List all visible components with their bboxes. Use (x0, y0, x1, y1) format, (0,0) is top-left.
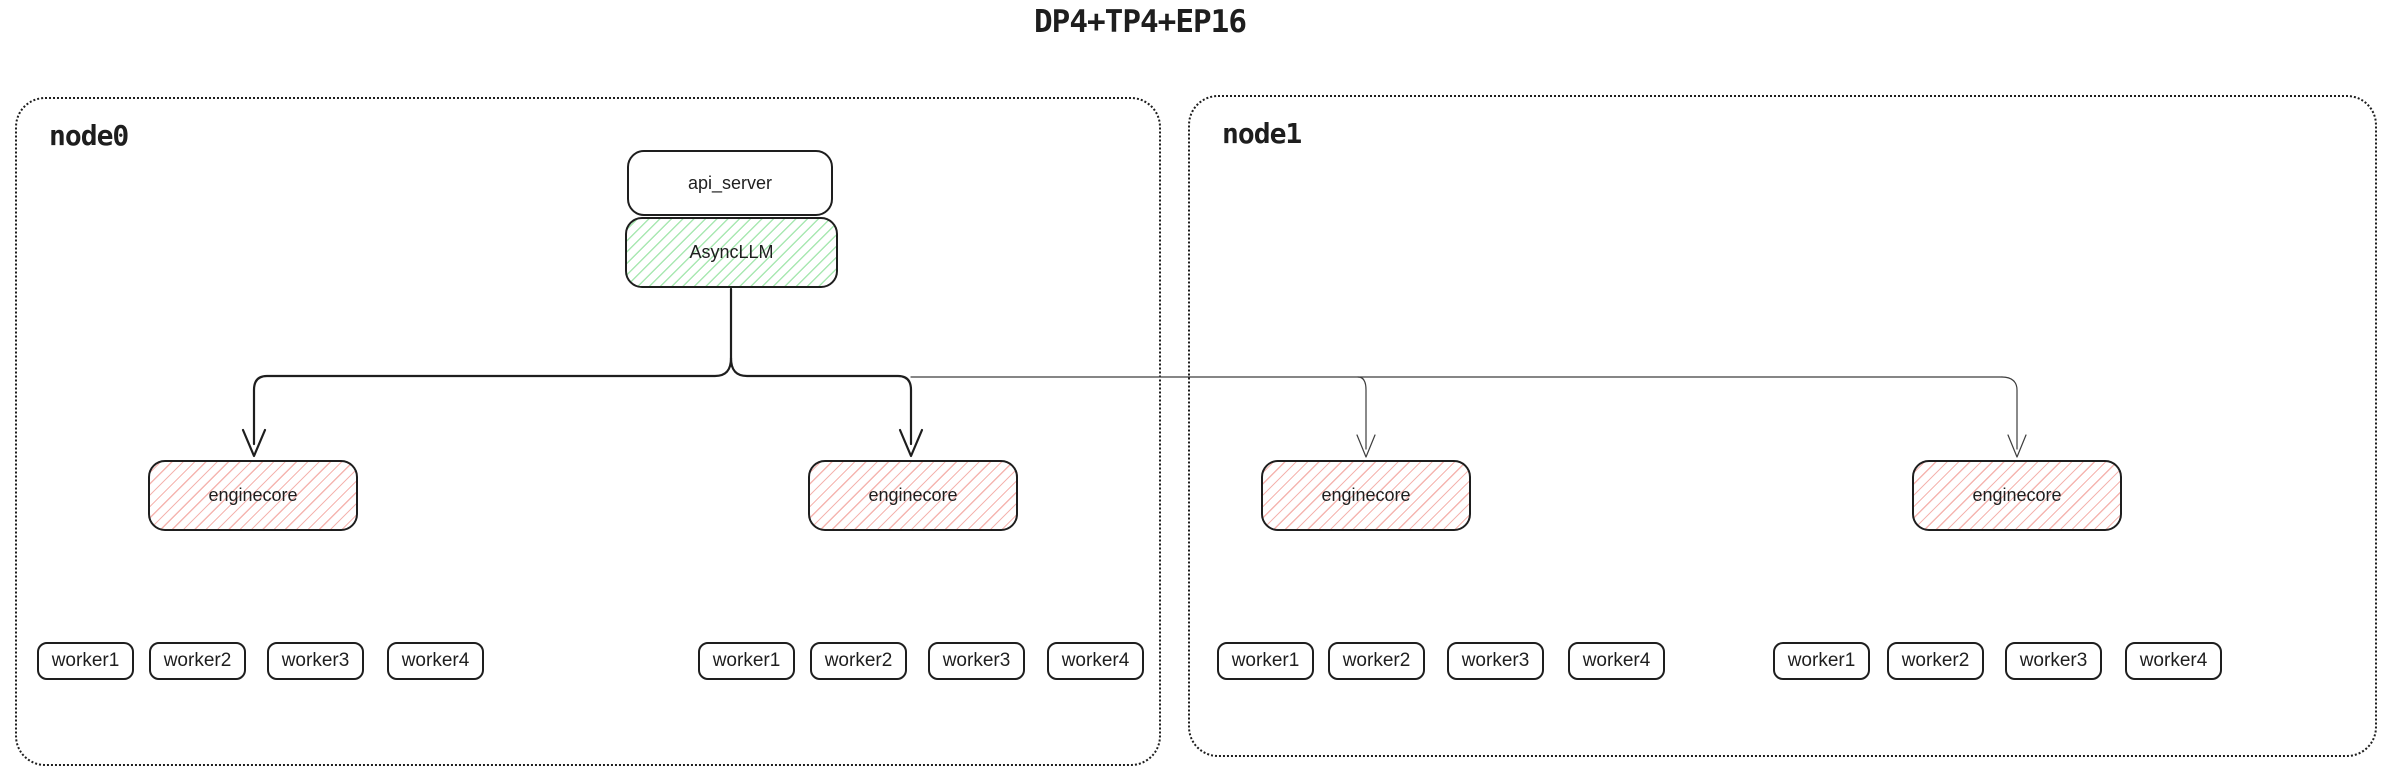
worker-label: worker3 (2019, 650, 2088, 671)
worker-label: worker1 (1787, 650, 1856, 671)
enginecore-label: enginecore (1321, 485, 1411, 505)
enginecore-label: enginecore (1972, 485, 2062, 505)
node1-container: node1 (1188, 95, 2377, 757)
worker-box: worker3 (1447, 642, 1544, 680)
worker-box: worker1 (1773, 642, 1870, 680)
worker-box: worker2 (149, 642, 246, 680)
worker-label: worker1 (51, 650, 120, 671)
worker-label: worker2 (163, 650, 232, 671)
worker-box: worker2 (810, 642, 907, 680)
api-server-box: api_server (627, 150, 833, 216)
worker-label: worker4 (401, 650, 470, 671)
worker-label: worker3 (1461, 650, 1530, 671)
worker-box: worker2 (1887, 642, 1984, 680)
worker-box: worker4 (1568, 642, 1665, 680)
enginecore-label: enginecore (868, 485, 958, 505)
api-server-label: api_server (687, 172, 773, 193)
diagram-title: DP4+TP4+EP16 (1034, 4, 1247, 40)
worker-label: worker1 (712, 650, 781, 671)
worker-label: worker3 (942, 650, 1011, 671)
worker-box: worker3 (267, 642, 364, 680)
worker-label: worker2 (824, 650, 893, 671)
worker-label: worker2 (1901, 650, 1970, 671)
worker-label: worker2 (1342, 650, 1411, 671)
worker-box: worker1 (1217, 642, 1314, 680)
worker-box: worker4 (2125, 642, 2222, 680)
enginecore-box: enginecore (1261, 460, 1471, 531)
worker-box: worker1 (37, 642, 134, 680)
worker-label: worker4 (1582, 650, 1651, 671)
enginecore-box: enginecore (148, 460, 358, 531)
worker-label: worker4 (2139, 650, 2208, 671)
worker-box: worker4 (387, 642, 484, 680)
async-llm-box: AsyncLLM (625, 217, 838, 288)
node0-container: node0 (15, 97, 1161, 766)
worker-box: worker1 (698, 642, 795, 680)
worker-box: worker3 (2005, 642, 2102, 680)
worker-box: worker4 (1047, 642, 1144, 680)
worker-box: worker3 (928, 642, 1025, 680)
enginecore-box: enginecore (1912, 460, 2122, 531)
node1-label: node1 (1222, 117, 1302, 150)
enginecore-box: enginecore (808, 460, 1018, 531)
worker-label: worker1 (1231, 650, 1300, 671)
node0-label: node0 (49, 119, 129, 152)
worker-label: worker3 (281, 650, 350, 671)
async-llm-label: AsyncLLM (689, 242, 774, 262)
worker-label: worker4 (1061, 650, 1130, 671)
enginecore-label: enginecore (208, 485, 298, 505)
worker-box: worker2 (1328, 642, 1425, 680)
